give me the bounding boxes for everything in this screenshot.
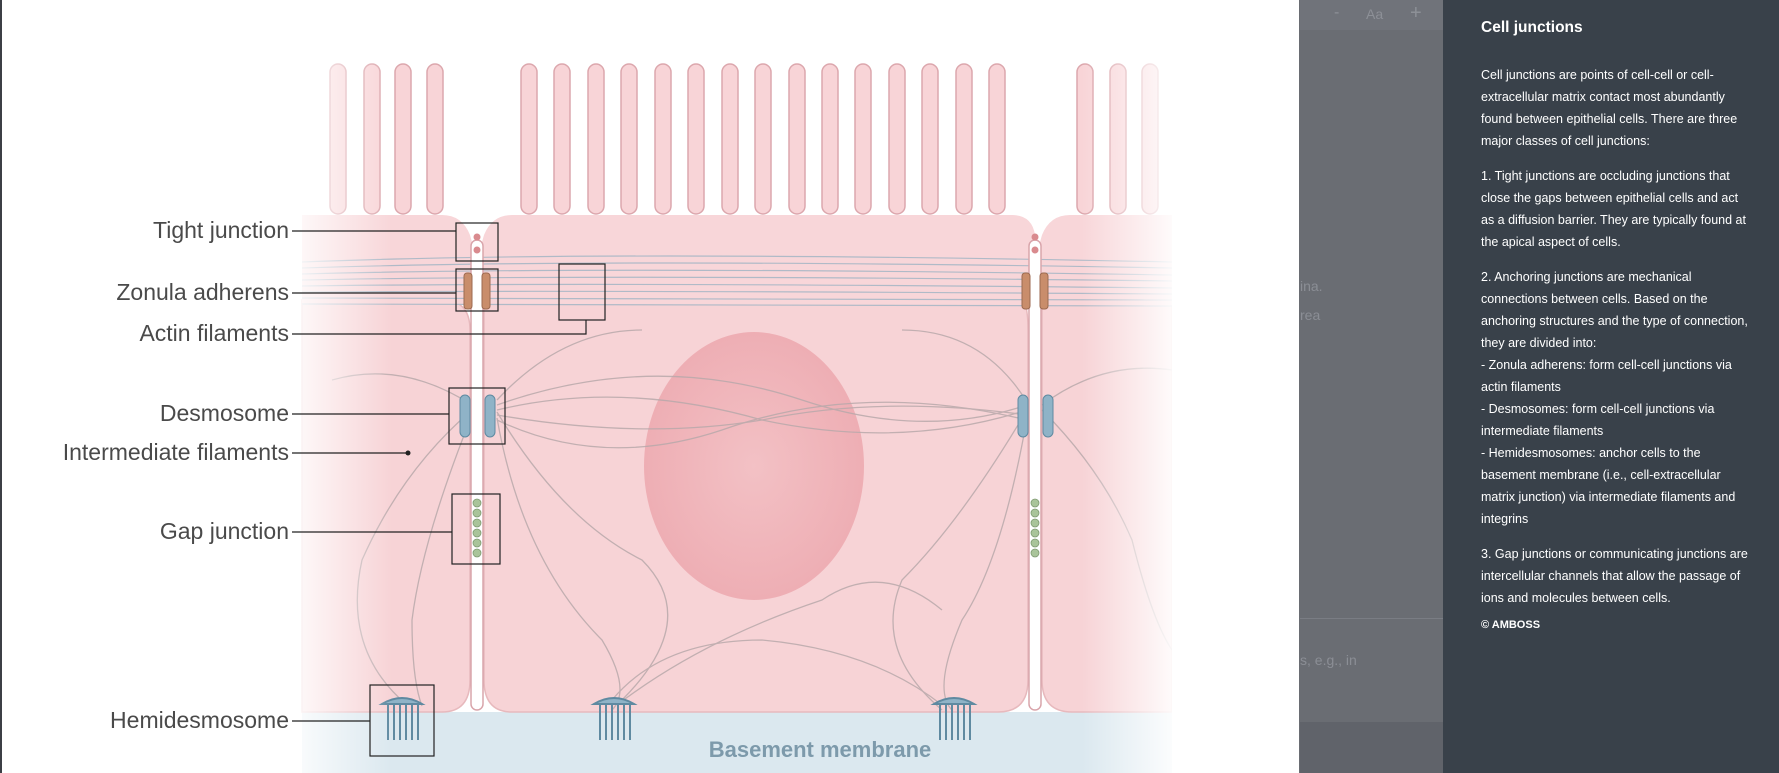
label-zonula-adherens: Zonula adherens bbox=[116, 279, 289, 305]
desmosome-markers bbox=[459, 394, 1054, 438]
background-text: rea bbox=[1300, 307, 1321, 323]
label-intermediate-filaments: Intermediate filaments bbox=[63, 439, 289, 465]
sidebar-title: Cell junctions bbox=[1481, 19, 1583, 36]
zonula-adherens-markers bbox=[463, 272, 1049, 310]
description-sidebar: Cell junctions Cell junctions are points… bbox=[1443, 0, 1779, 773]
sidebar-point-2a: - Zonula adherens: form cell-cell juncti… bbox=[1481, 358, 1732, 394]
sidebar-point-1: 1. Tight junctions are occluding junctio… bbox=[1481, 169, 1746, 249]
sidebar-point-2c: - Hemidesmosomes: anchor cells to the ba… bbox=[1481, 446, 1736, 526]
font-size-label: Aa bbox=[1366, 6, 1384, 22]
window-edge bbox=[0, 0, 2, 773]
background-text: s, e.g., in bbox=[1300, 652, 1357, 668]
sidebar-point-2-intro: 2. Anchoring junctions are mechanical co… bbox=[1481, 270, 1748, 350]
microvilli bbox=[329, 63, 1159, 215]
copyright-notice: © AMBOSS bbox=[1481, 619, 1541, 631]
nucleus bbox=[644, 332, 864, 600]
background-divider bbox=[1300, 618, 1443, 619]
label-actin-filaments: Actin filaments bbox=[139, 320, 289, 346]
leader-lines bbox=[292, 230, 587, 722]
sidebar-point-2b: - Desmosomes: form cell-cell junctions v… bbox=[1481, 402, 1715, 438]
font-size-toolbar: - Aa + bbox=[1300, 0, 1443, 30]
lateral-membranes bbox=[470, 239, 1042, 711]
sidebar-point-3: 3. Gap junctions or communicating juncti… bbox=[1481, 547, 1748, 605]
background-text: ina. bbox=[1300, 278, 1323, 294]
increase-font-button[interactable]: + bbox=[1410, 2, 1422, 24]
basement-membrane bbox=[302, 712, 1172, 773]
label-basement-membrane: Basement membrane bbox=[709, 737, 932, 762]
label-desmosome: Desmosome bbox=[160, 400, 289, 426]
sidebar-intro: Cell junctions are points of cell-cell o… bbox=[1481, 68, 1738, 148]
figure-panel[interactable]: Tight junction Zonula adherens Actin fil… bbox=[2, 0, 1299, 773]
gap-junction-markers bbox=[472, 498, 1040, 558]
tight-junction-markers bbox=[473, 233, 1039, 254]
background-footer bbox=[1300, 722, 1443, 773]
label-gap-junction: Gap junction bbox=[160, 518, 289, 544]
decrease-font-button[interactable]: - bbox=[1334, 4, 1340, 21]
cell-junctions-illustration: Tight junction Zonula adherens Actin fil… bbox=[63, 0, 1299, 773]
label-hemidesmosome: Hemidesmosome bbox=[110, 707, 289, 733]
label-tight-junction: Tight junction bbox=[153, 217, 289, 243]
